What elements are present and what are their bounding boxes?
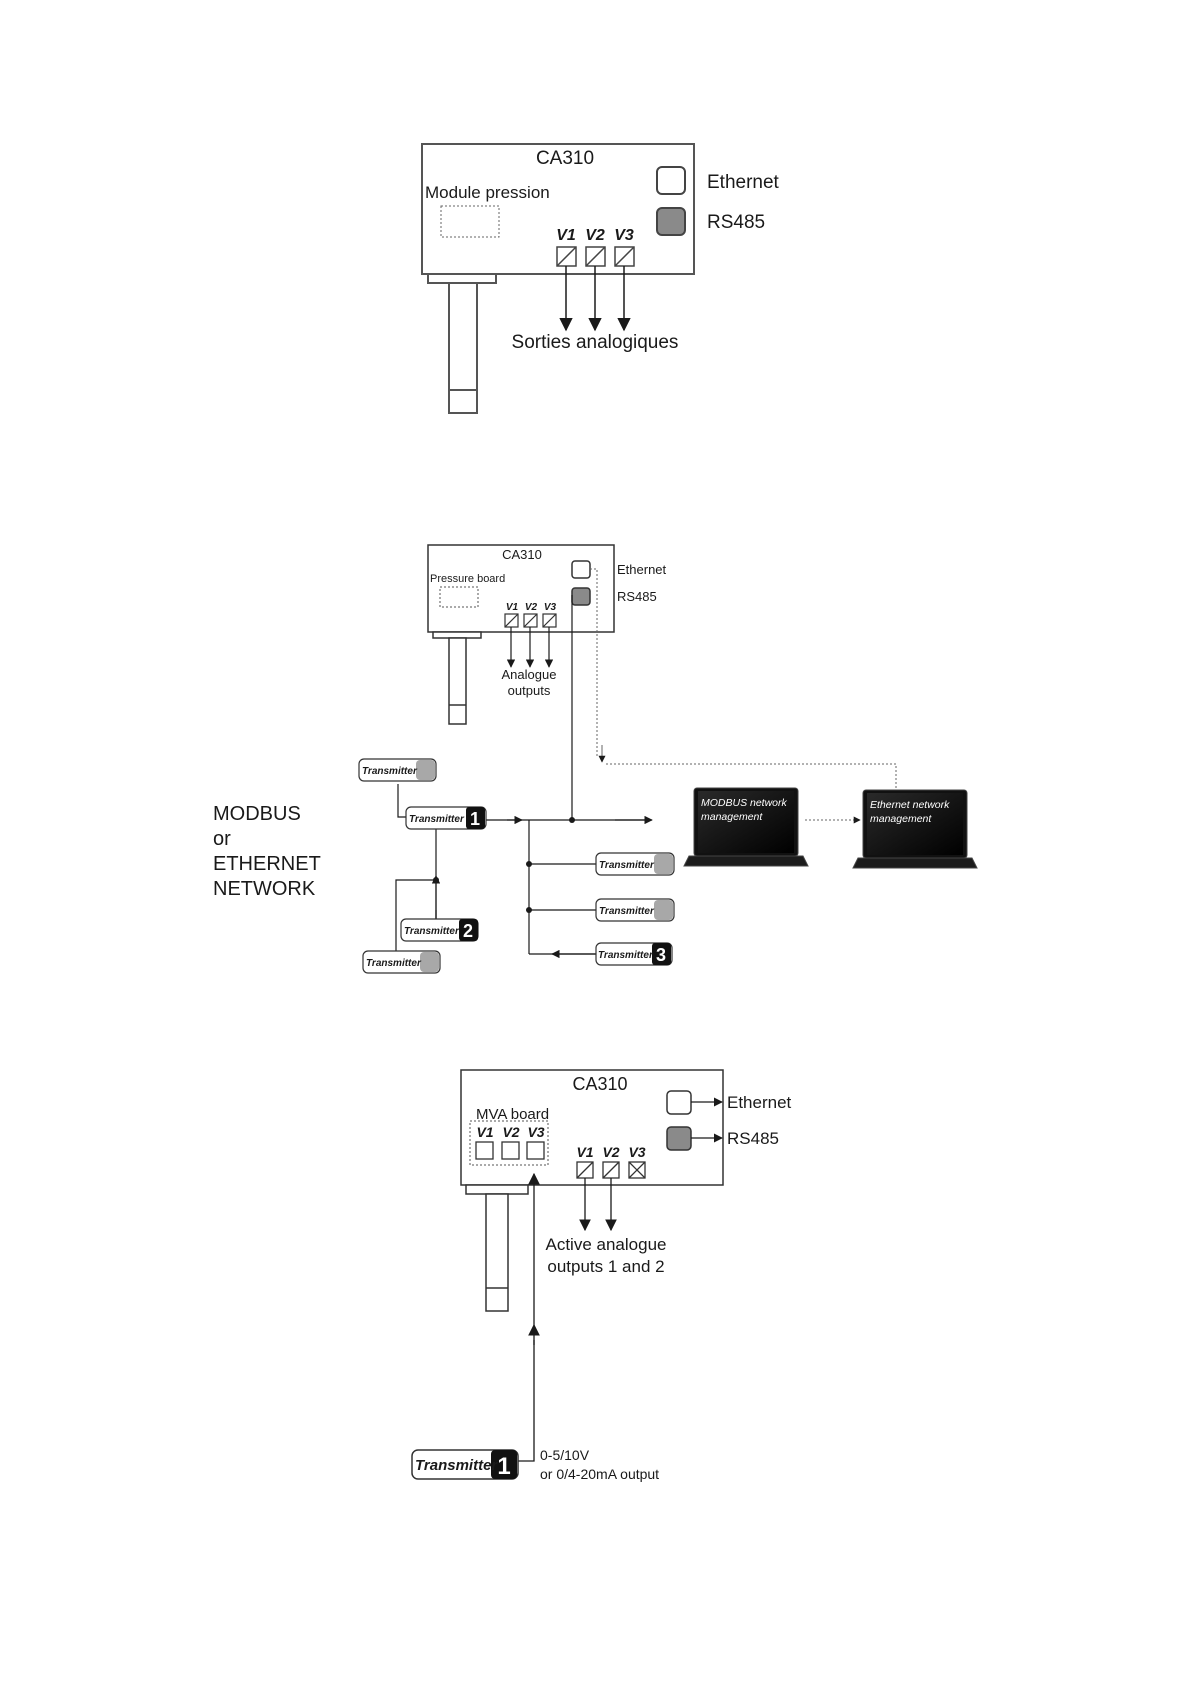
ethernet-label: Ethernet (617, 562, 667, 577)
terminal-v3 (628, 1161, 646, 1179)
signal-wire (517, 1340, 535, 1462)
device-title: CA310 (572, 1074, 627, 1094)
ethernet-label: Ethernet (727, 1093, 792, 1112)
outputs-label-line2: outputs 1 and 2 (547, 1257, 664, 1276)
network-label-line1: MODBUS (213, 803, 301, 825)
svg-text:Transmitter: Transmitter (599, 906, 655, 917)
probe-collar (465, 1184, 529, 1195)
rs485-port-icon (571, 587, 591, 606)
terminal-v1 (576, 1161, 594, 1179)
modbus-laptop-icon: MODBUS network management (683, 787, 809, 867)
v2-label: V2 (585, 227, 605, 244)
board-slot (439, 586, 479, 608)
eth-mgmt-line2: management (870, 813, 932, 825)
mva-v1-label: V1 (476, 1124, 493, 1140)
module-slot (440, 205, 500, 238)
network-label-line3: ETHERNET (213, 853, 321, 875)
probe-body (448, 637, 467, 725)
network-label-line4: NETWORK (213, 878, 316, 900)
mva-v2-label: V2 (502, 1124, 519, 1140)
transmitter-2: Transmitter 2 (400, 918, 479, 942)
mva-board-frame (469, 1120, 549, 1166)
v1-label: V1 (506, 602, 519, 613)
v3-label: V3 (544, 602, 557, 613)
terminal-v2 (523, 613, 538, 628)
ethernet-port-icon (656, 166, 686, 195)
board-label: Pressure board (430, 573, 505, 585)
transmitter-3: Transmitter 3 (595, 942, 673, 966)
ethernet-laptop-icon: Ethernet network management (852, 789, 978, 869)
modbus-mgmt-line2: management (701, 811, 763, 823)
diagram-3: CA310 MVA board V1 V2 V3 Ethernet RS485 … (411, 1069, 792, 1482)
svg-text:Transmitter: Transmitter (409, 814, 465, 825)
terminal-v2 (602, 1161, 620, 1179)
svg-text:Transmitter: Transmitter (362, 766, 418, 777)
badge-3: 3 (656, 945, 666, 965)
junction-dot (526, 861, 532, 867)
svg-text:Transmitter: Transmitter (598, 950, 654, 961)
outputs-label-line2: outputs (508, 683, 551, 698)
terminal-v1 (504, 613, 519, 628)
diagram-2: CA310 Pressure board Ethernet RS485 V1 V… (213, 544, 978, 974)
transmitter-right-2: Transmitter (595, 898, 675, 922)
network-label-line2: or (213, 828, 231, 850)
mva-input-v2 (501, 1141, 520, 1160)
rs485-port-icon (666, 1126, 692, 1151)
badge-2: 2 (463, 921, 473, 941)
rs485-port-icon (656, 207, 686, 236)
transmitter-top-left: Transmitter (358, 758, 437, 782)
svg-text:Transmitter: Transmitter (366, 958, 422, 969)
junction-dot (526, 907, 532, 913)
mva-v3-label: V3 (527, 1124, 544, 1140)
terminal-v3 (542, 613, 557, 628)
outputs-label-line1: Analogue (502, 667, 557, 682)
v3-label: V3 (628, 1144, 645, 1160)
device-title: CA310 (536, 148, 594, 169)
outputs-label-line1: Active analogue (546, 1235, 667, 1254)
v2-label: V2 (602, 1144, 619, 1160)
board-label: MVA board (476, 1106, 549, 1123)
badge-1: 1 (497, 1453, 510, 1480)
svg-text:Transmitter: Transmitter (415, 1457, 498, 1474)
junction-dot (433, 877, 439, 883)
terminal-v3 (614, 246, 635, 267)
rs485-label: RS485 (617, 589, 657, 604)
modbus-mgmt-line1: MODBUS network (701, 797, 788, 809)
probe-collar (427, 273, 497, 284)
v1-label: V1 (556, 227, 576, 244)
eth-mgmt-line1: Ethernet network (870, 799, 950, 811)
v2-label: V2 (525, 602, 538, 613)
ethernet-port-icon (571, 560, 591, 579)
v1-label: V1 (576, 1144, 593, 1160)
mva-input-v1 (475, 1141, 494, 1160)
svg-text:Transmitter: Transmitter (599, 860, 655, 871)
ethernet-port-icon (666, 1090, 692, 1115)
terminal-v2 (585, 246, 606, 267)
diagram-1: CA310 Module pression Ethernet RS485 V1 … (421, 143, 780, 414)
mva-input-v3 (526, 1141, 545, 1160)
signal-label-line1: 0-5/10V (540, 1447, 590, 1463)
ethernet-label: Ethernet (707, 172, 780, 193)
module-label: Module pression (425, 183, 550, 202)
ethernet-dotted-link (590, 568, 598, 757)
outputs-label: Sorties analogiques (512, 332, 679, 353)
transmitter-1: Transmitter 1 (405, 806, 487, 830)
terminal-v1 (556, 246, 577, 267)
transmitter-bottom-left: Transmitter (362, 950, 441, 974)
rs485-label: RS485 (727, 1129, 779, 1148)
badge-1: 1 (470, 809, 480, 829)
transmitter-1: Transmitter 1 (411, 1449, 519, 1480)
svg-text:Transmitter: Transmitter (404, 926, 460, 937)
v3-label: V3 (614, 227, 634, 244)
probe-collar (432, 631, 482, 639)
signal-label-line2: or 0/4-20mA output (540, 1466, 659, 1482)
junction-dot (569, 817, 575, 823)
probe-body (448, 282, 478, 414)
device-title: CA310 (502, 547, 542, 562)
rs485-label: RS485 (707, 212, 765, 233)
ethernet-dotted-return (606, 763, 897, 790)
probe-body (485, 1193, 509, 1312)
transmitter-right-1: Transmitter (595, 852, 675, 876)
